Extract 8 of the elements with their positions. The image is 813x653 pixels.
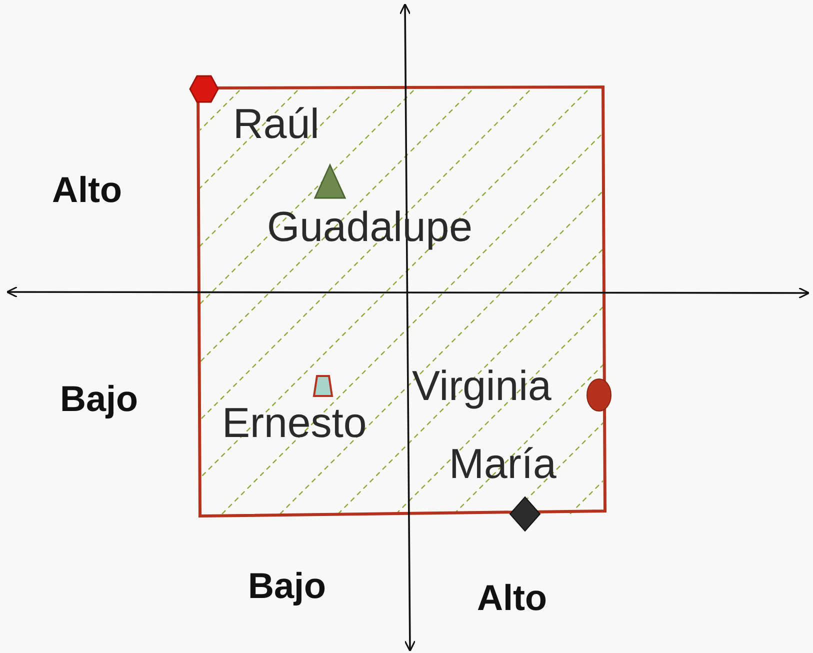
point-label: Virginia [412,365,552,407]
point-label: Ernesto [222,402,367,444]
axis-level-label: Bajo [248,568,326,604]
axis-level-label: Bajo [60,381,138,417]
point-label: Raúl [233,103,320,145]
axis-level-label: Alto [477,580,547,616]
point-label: María [449,443,556,485]
axis-level-label: Alto [52,172,122,208]
